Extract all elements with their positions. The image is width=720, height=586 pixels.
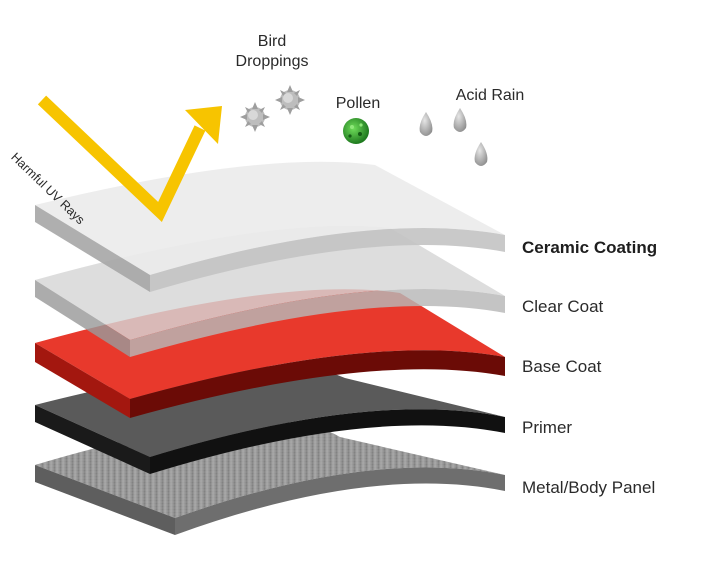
- primer-front: [35, 405, 150, 474]
- ceramic-front: [35, 205, 150, 292]
- base-coat-label: Base Coat: [522, 357, 602, 376]
- primer-label: Primer: [522, 418, 573, 437]
- ceramic-top: [35, 161, 505, 275]
- bird-droppings-line2: Droppings: [235, 53, 309, 70]
- acid-rain-icon: [419, 108, 488, 166]
- pollen-label: Pollen: [335, 95, 381, 112]
- clear-coat-front: [35, 280, 130, 357]
- pollen-icon: [343, 118, 369, 144]
- ceramic-coating-label: Ceramic Coating: [522, 238, 658, 257]
- ceramic-side: [150, 228, 505, 292]
- acid-rain-label: Acid Rain: [455, 87, 525, 104]
- metal-panel-side: [175, 467, 505, 535]
- metal-panel-front: [35, 465, 175, 535]
- bird-droppings-icon: [240, 85, 305, 132]
- metal-body-panel-label: Metal/Body Panel: [522, 478, 656, 497]
- clear-coat-label: Clear Coat: [522, 297, 604, 316]
- ceramic-coating-layer: [35, 161, 505, 292]
- bird-droppings-label: Bird Droppings: [222, 32, 322, 72]
- clear-coat-side: [130, 288, 505, 357]
- uv-arrowhead: [185, 106, 222, 144]
- uv-ray-arrow: [37, 95, 222, 223]
- primer-side: [150, 409, 505, 474]
- bird-droppings-line1: Bird: [257, 33, 287, 50]
- base-coat-front: [35, 343, 130, 418]
- base-coat-side: [130, 350, 505, 418]
